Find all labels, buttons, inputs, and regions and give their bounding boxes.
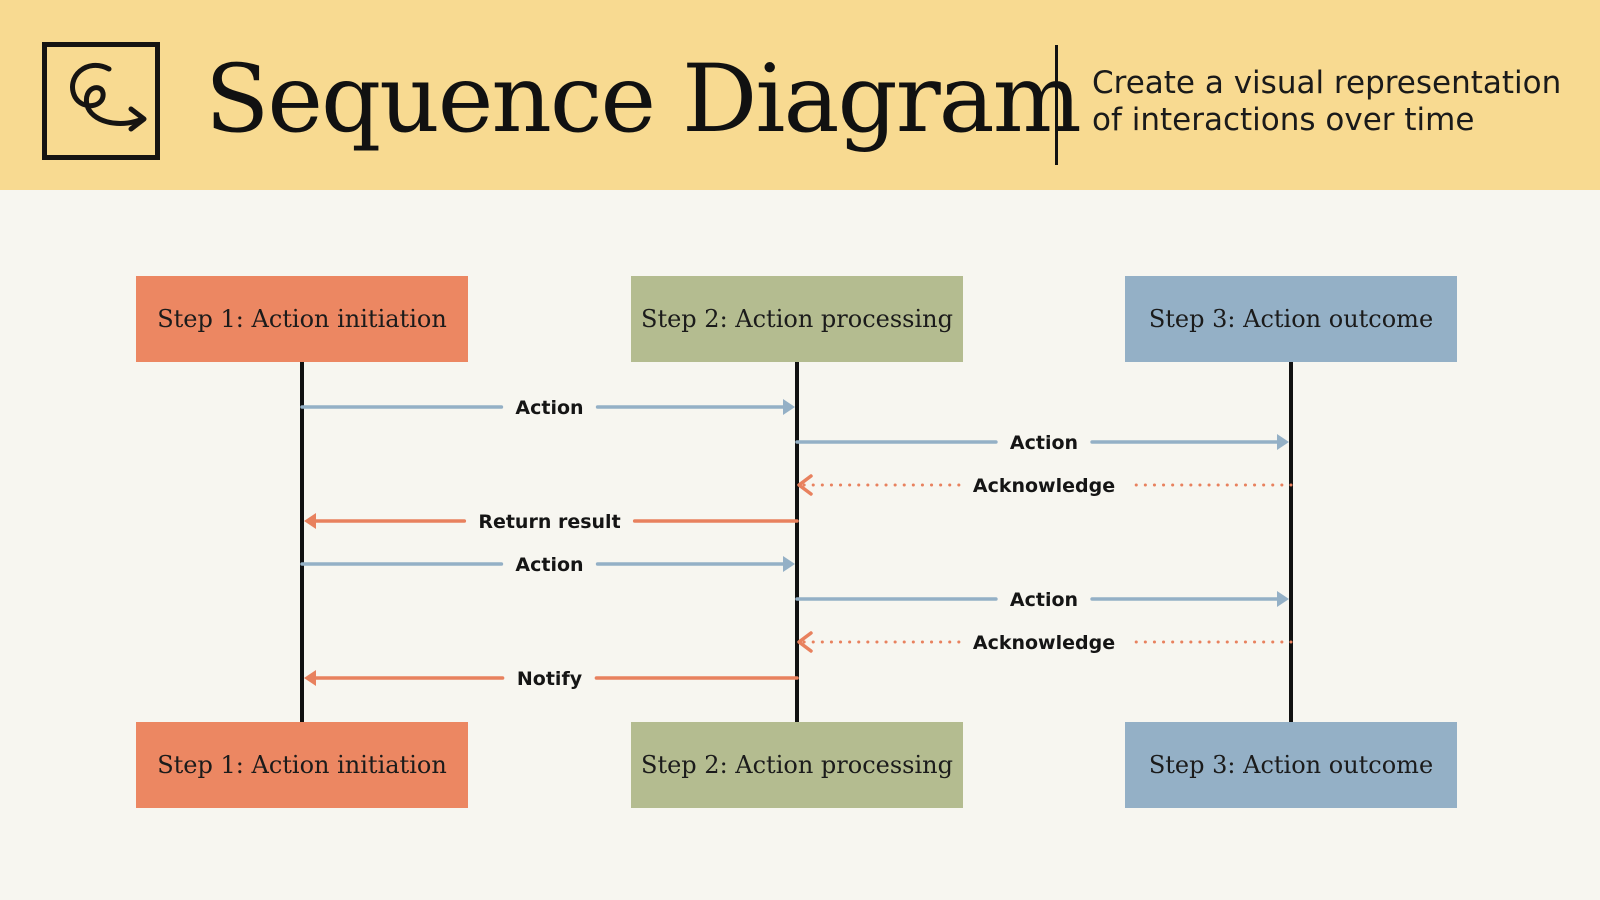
message-label-6: Action: [1010, 589, 1078, 611]
participant-label-bottom-2: Step 2: Action processing: [641, 751, 953, 779]
header-banner: Sequence Diagram Create a visual represe…: [0, 0, 1600, 190]
message-arrowhead-1: [783, 399, 795, 415]
participant-box-bottom-1: [136, 722, 468, 808]
message-arrowhead-7: [797, 631, 813, 653]
subtitle-line-1: Create a visual representation: [1092, 65, 1562, 101]
subtitle-line-2: of interactions over time: [1092, 102, 1475, 138]
message-arrowhead-5: [783, 556, 795, 572]
message-label-2: Action: [1010, 432, 1078, 454]
participant-label-top-1: Step 1: Action initiation: [157, 305, 447, 333]
message-label-4: Return result: [478, 511, 620, 533]
message-label-5: Action: [515, 554, 583, 576]
message-label-1: Action: [515, 397, 583, 419]
message-arrowhead-4: [304, 513, 316, 529]
participant-label-bottom-3: Step 3: Action outcome: [1149, 751, 1433, 779]
message-label-7: Acknowledge: [973, 632, 1115, 654]
message-label-8: Notify: [517, 668, 583, 690]
message-arrowhead-6: [1277, 591, 1289, 607]
header-divider: [1055, 45, 1058, 165]
participant-box-top-2: [631, 276, 963, 362]
page-title: Sequence Diagram: [205, 45, 1082, 154]
message-label-3: Acknowledge: [973, 475, 1115, 497]
message-arrowhead-3: [797, 474, 813, 496]
message-arrowhead-2: [1277, 434, 1289, 450]
participant-box-bottom-3: [1125, 722, 1457, 808]
participant-label-top-3: Step 3: Action outcome: [1149, 305, 1433, 333]
participant-label-bottom-1: Step 1: Action initiation: [157, 751, 447, 779]
participant-box-bottom-2: [631, 722, 963, 808]
message-arrowhead-8: [304, 670, 316, 686]
participant-box-top-3: [1125, 276, 1457, 362]
participant-box-top-1: [136, 276, 468, 362]
page-subtitle: Create a visual representation of intera…: [1092, 65, 1592, 139]
logo: [42, 42, 160, 160]
spiral-arrow-logo-icon: [70, 62, 147, 132]
participant-label-top-2: Step 2: Action processing: [641, 305, 953, 333]
